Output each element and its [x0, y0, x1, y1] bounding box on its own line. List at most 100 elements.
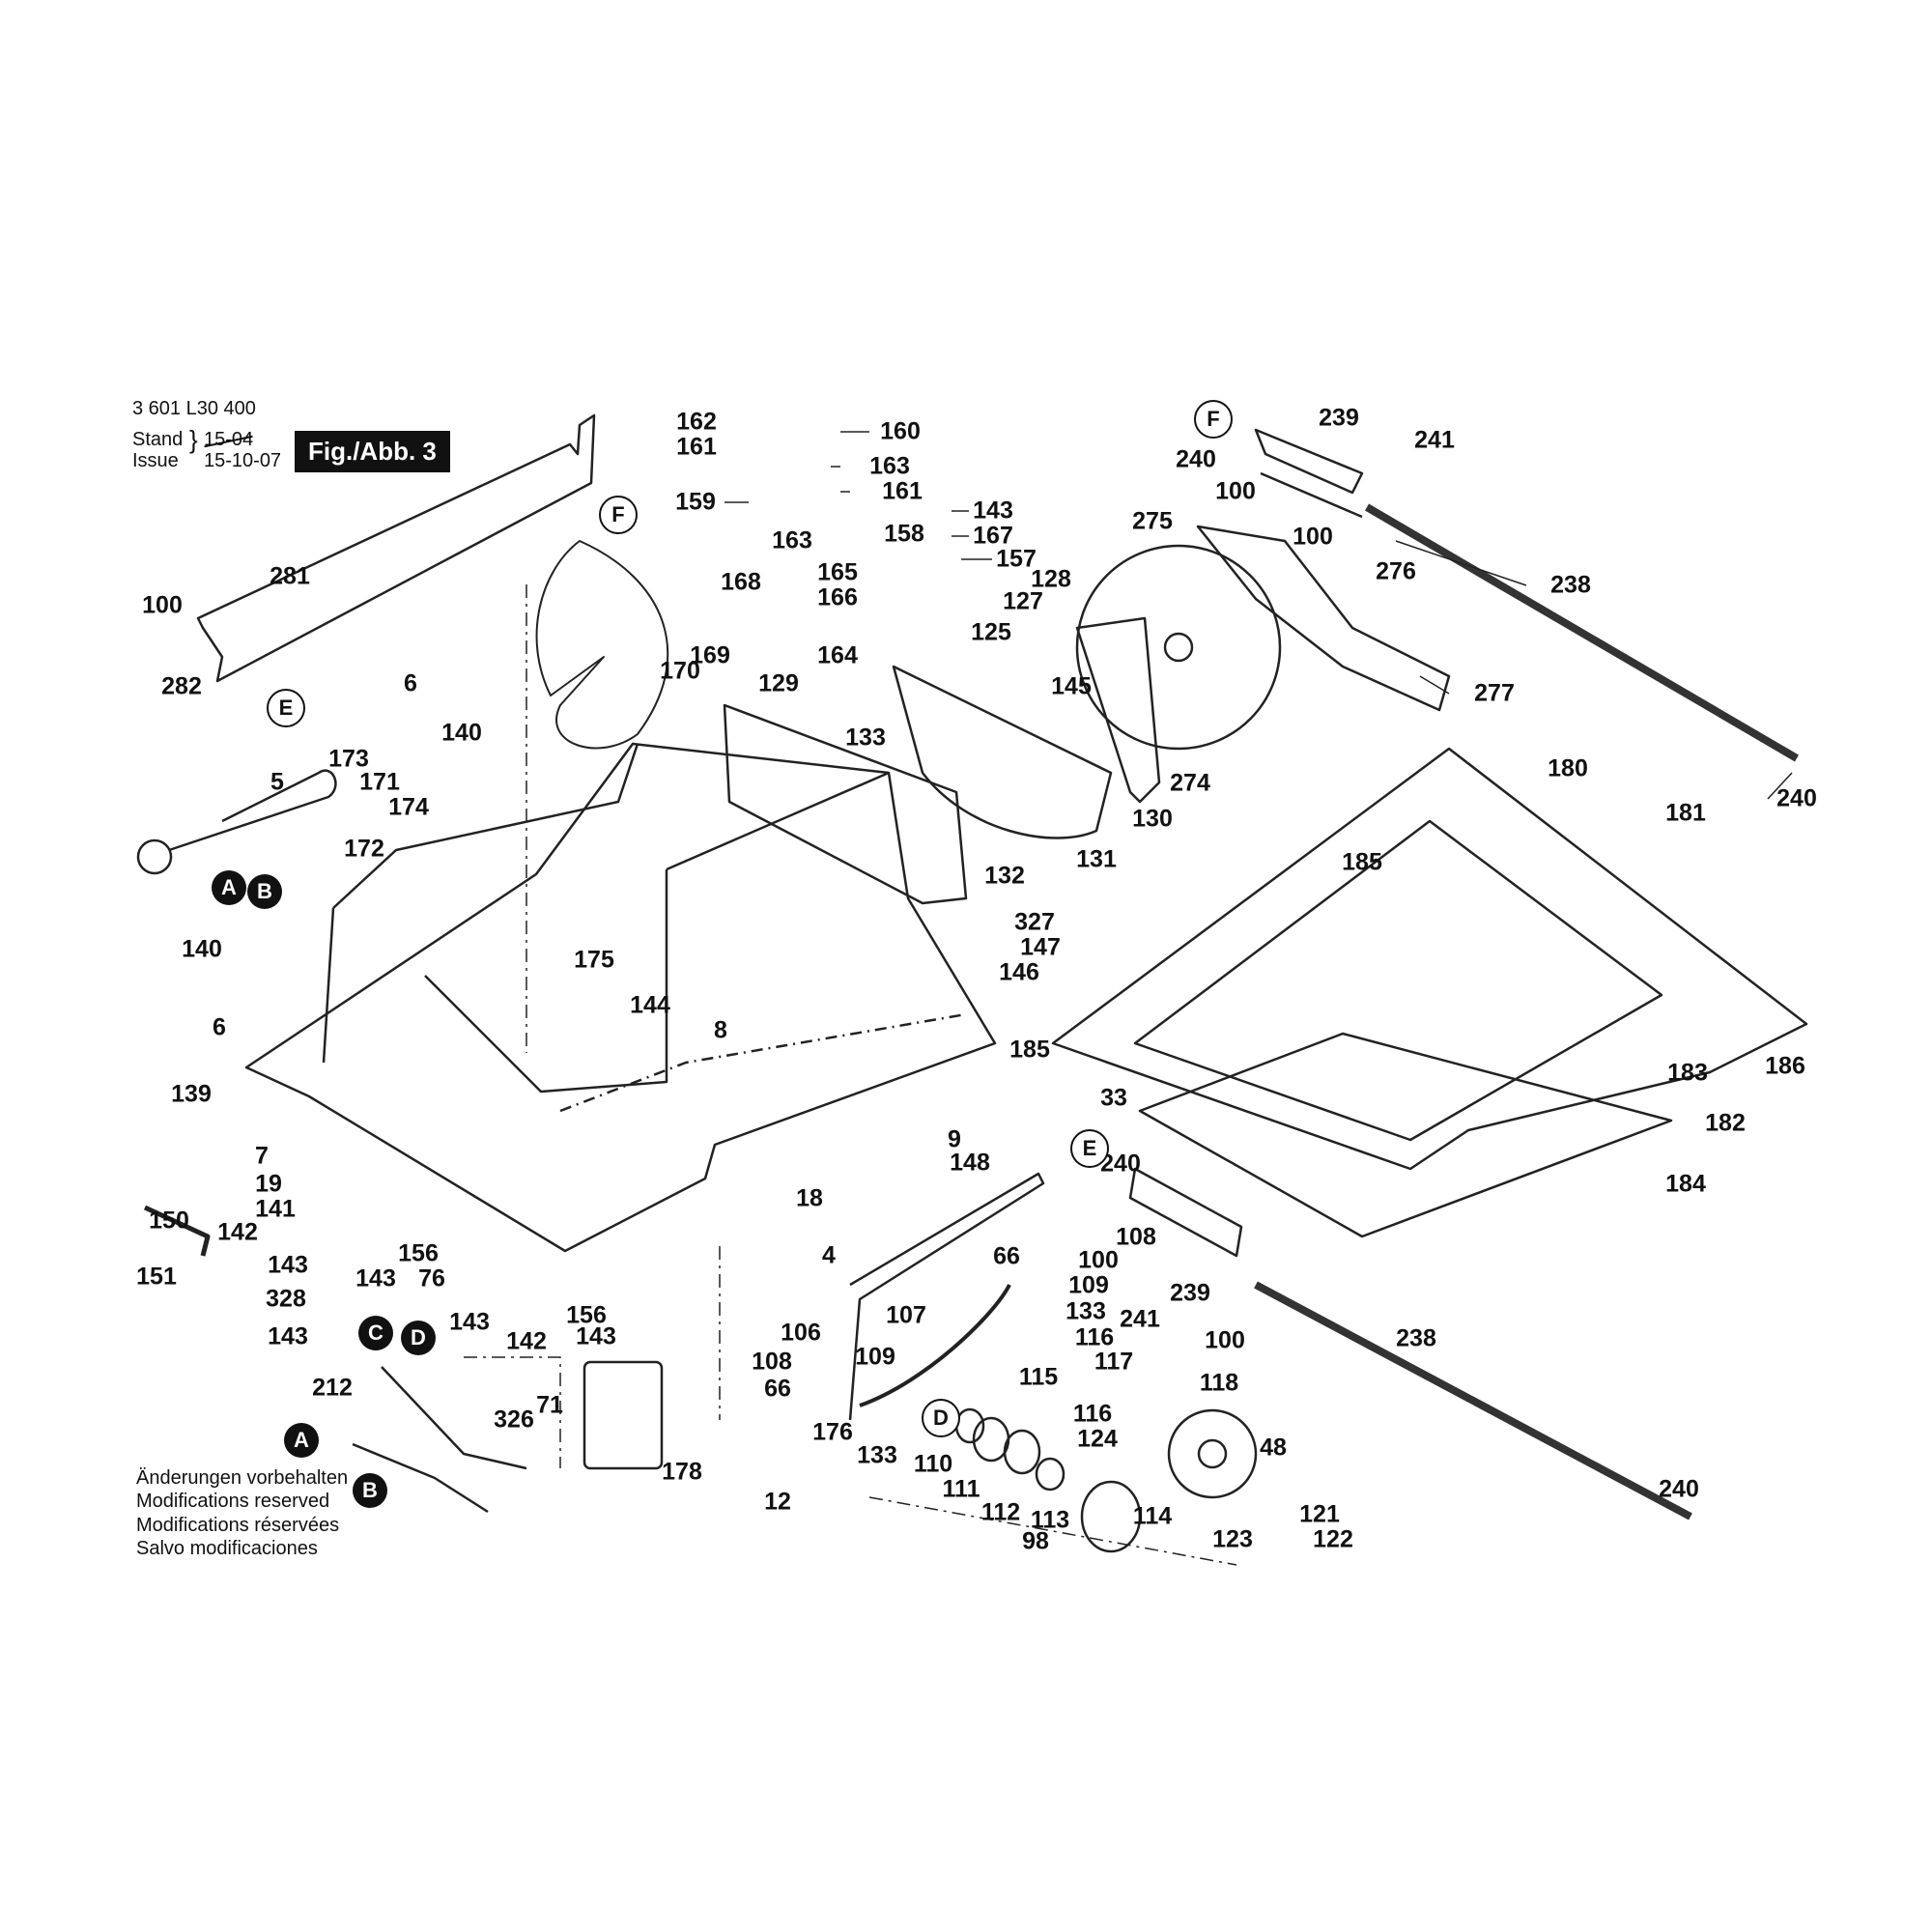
part-callout-172: 172	[344, 835, 384, 863]
reference-marker-d: D	[922, 1399, 960, 1437]
part-hex-key	[143, 1205, 211, 1257]
part-callout-132: 132	[984, 862, 1025, 890]
part-callout-150: 150	[149, 1207, 189, 1235]
part-callout-100: 100	[142, 591, 183, 619]
part-callout-9: 9	[948, 1125, 961, 1153]
assembly-axes	[464, 584, 1237, 1566]
part-callout-184: 184	[1665, 1170, 1706, 1198]
part-clamp-upper	[1254, 428, 1364, 519]
reference-marker-a: A	[212, 870, 246, 905]
part-callout-156: 156	[566, 1301, 607, 1329]
part-callout-66: 66	[764, 1375, 791, 1403]
part-callout-186: 186	[1765, 1052, 1805, 1080]
part-callout-128: 128	[1031, 565, 1071, 593]
part-callout-185: 185	[1009, 1036, 1050, 1064]
issue-label: Issue	[132, 450, 179, 471]
part-callout-127: 127	[1003, 587, 1043, 615]
part-callout-48: 48	[1260, 1434, 1287, 1462]
part-callout-6: 6	[213, 1013, 226, 1041]
part-callout-12: 12	[764, 1488, 791, 1516]
part-callout-129: 129	[758, 669, 799, 697]
part-callout-160: 160	[880, 417, 921, 445]
part-callout-164: 164	[817, 641, 858, 669]
reference-marker-e: E	[1070, 1129, 1109, 1168]
modification-notes: Änderungen vorbehalten Modifications res…	[136, 1466, 348, 1561]
reference-marker-f: F	[1194, 400, 1233, 439]
part-callout-140: 140	[441, 719, 482, 747]
part-knob	[1080, 1480, 1142, 1553]
part-callout-175: 175	[574, 946, 614, 974]
part-callout-100: 100	[1078, 1246, 1119, 1274]
part-callout-275: 275	[1132, 507, 1173, 535]
part-callout-7: 7	[255, 1142, 269, 1170]
part-callout-240: 240	[1176, 445, 1216, 473]
part-callout-328: 328	[266, 1285, 306, 1313]
note-fr: Modifications réservées	[136, 1514, 340, 1536]
part-callout-6: 6	[404, 669, 417, 697]
part-handwheel	[1167, 1408, 1258, 1499]
part-arm	[1075, 616, 1161, 804]
part-rail-upper	[1364, 503, 1800, 762]
part-callout-277: 277	[1474, 679, 1515, 707]
part-callout-121: 121	[1299, 1500, 1340, 1528]
part-callout-4: 4	[822, 1241, 836, 1269]
part-callout-143: 143	[355, 1264, 396, 1293]
part-callout-133: 133	[857, 1441, 897, 1469]
part-callout-125: 125	[971, 618, 1011, 646]
part-blade-guard	[535, 540, 669, 750]
part-callout-117: 117	[1094, 1348, 1134, 1376]
part-callout-178: 178	[662, 1458, 702, 1486]
part-callout-124: 124	[1077, 1425, 1118, 1453]
reference-marker-f: F	[599, 496, 638, 534]
part-callout-144: 144	[630, 991, 670, 1019]
part-callout-276: 276	[1376, 557, 1416, 585]
part-callout-110: 110	[913, 1450, 953, 1478]
part-rail-lower	[1254, 1281, 1692, 1520]
part-callout-109: 109	[1068, 1271, 1109, 1299]
part-callout-66: 66	[993, 1242, 1020, 1270]
reference-marker-d: D	[401, 1321, 436, 1355]
part-callout-165: 165	[817, 558, 858, 586]
part-callout-181: 181	[1665, 799, 1706, 827]
reference-marker-b: B	[247, 874, 282, 909]
part-callout-145: 145	[1051, 672, 1092, 700]
part-callout-133: 133	[845, 724, 886, 752]
part-callout-212: 212	[312, 1374, 353, 1402]
part-fence	[848, 1172, 1045, 1421]
part-callout-71: 71	[536, 1391, 563, 1419]
part-callout-148: 148	[950, 1149, 990, 1177]
part-callout-108: 108	[752, 1348, 792, 1376]
part-callout-143: 143	[268, 1322, 308, 1350]
part-callout-169: 169	[690, 641, 730, 669]
part-callout-100: 100	[1205, 1326, 1245, 1354]
part-callout-98: 98	[1022, 1527, 1049, 1555]
part-callout-274: 274	[1170, 769, 1210, 797]
part-callout-147: 147	[1020, 933, 1061, 961]
part-callout-106: 106	[781, 1319, 821, 1347]
part-handle	[1196, 525, 1451, 712]
part-callout-146: 146	[999, 958, 1039, 986]
part-callout-111: 111	[942, 1475, 980, 1503]
part-main-housing	[244, 742, 997, 1253]
part-callout-143: 143	[268, 1251, 308, 1279]
part-power-cord	[168, 769, 337, 852]
part-callout-156: 156	[398, 1239, 439, 1267]
figure-badge: Fig./Abb. 3	[295, 431, 450, 472]
part-callout-185: 185	[1342, 848, 1382, 876]
part-callout-182: 182	[1705, 1109, 1746, 1137]
part-callout-161: 161	[882, 477, 923, 505]
part-callout-163: 163	[772, 526, 812, 554]
part-callout-143: 143	[576, 1322, 616, 1350]
part-callout-240: 240	[1776, 784, 1817, 812]
part-callout-139: 139	[171, 1080, 212, 1108]
part-callout-143: 143	[973, 497, 1013, 525]
part-callout-241: 241	[1120, 1305, 1160, 1333]
part-callout-108: 108	[1116, 1223, 1156, 1251]
part-callout-238: 238	[1396, 1324, 1436, 1352]
reference-marker-b: B	[353, 1473, 387, 1508]
part-guard-plate	[196, 413, 596, 683]
part-callout-118: 118	[1199, 1369, 1239, 1397]
brace-icon: }	[189, 425, 198, 454]
part-callout-281: 281	[270, 562, 310, 590]
